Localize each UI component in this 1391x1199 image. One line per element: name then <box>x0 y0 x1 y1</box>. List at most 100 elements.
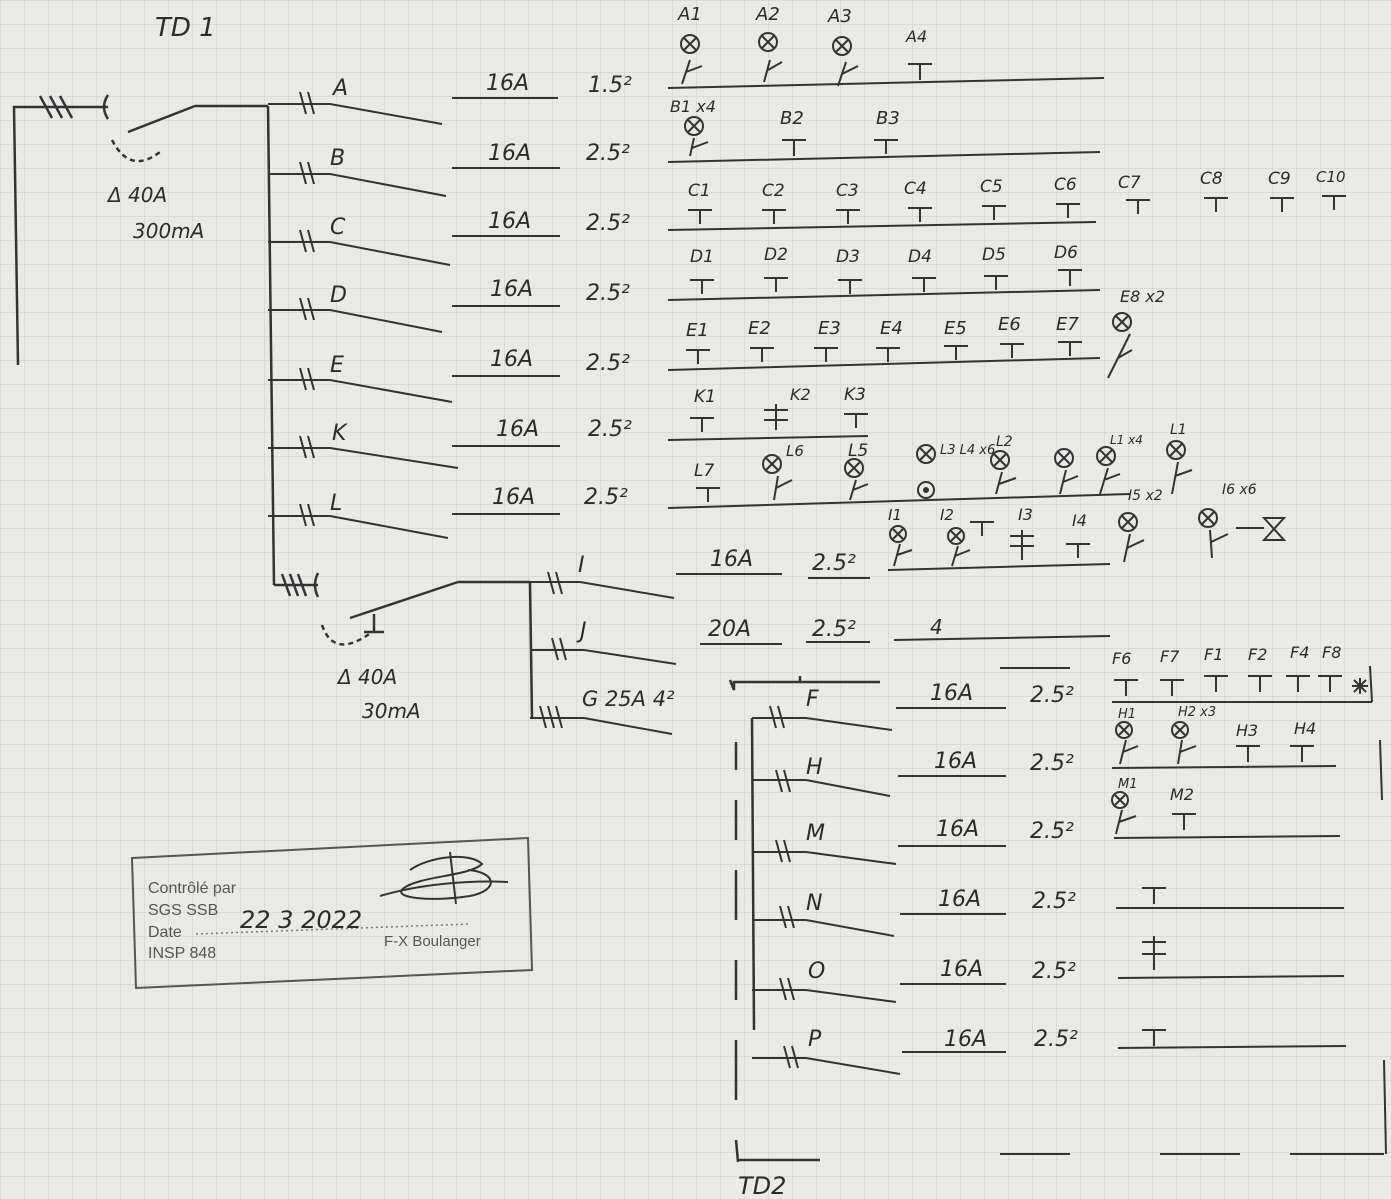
device-b1: B1 x4 <box>670 97 716 116</box>
breaker-l: 16A <box>492 485 535 510</box>
td1-breakers <box>268 91 459 539</box>
breaker-c: 16A <box>488 209 531 234</box>
circuit-id-h: H <box>806 755 823 780</box>
row-m-devices: M1 M2 <box>1111 777 1196 835</box>
circuit-id-i: I <box>578 553 585 578</box>
device-l1x4: L1 x4 <box>1110 433 1143 447</box>
breaker-k: 16A <box>496 417 539 442</box>
device-m1: M1 <box>1118 777 1138 792</box>
device-i2: I2 <box>940 506 954 524</box>
device-e6: E6 <box>998 314 1021 335</box>
breaker-f: 16A <box>930 681 973 706</box>
section-e: 2.5² <box>586 351 630 376</box>
circuit-id-m: M <box>806 821 825 846</box>
device-f4: F4 <box>1290 643 1309 662</box>
row-a-devices: A1 A2 A3 A4 <box>677 4 932 87</box>
breaker-j: 20A <box>708 617 751 642</box>
td1-rating-lines <box>452 97 560 515</box>
device-i5: I5 x2 <box>1128 488 1163 504</box>
breaker-e: 16A <box>490 347 533 372</box>
section-h: 2.5² <box>1030 751 1074 776</box>
device-f7: F7 <box>1160 647 1180 666</box>
device-d3: D3 <box>836 247 860 267</box>
breaker-n: 16A <box>938 887 981 912</box>
device-e8: E8 x2 <box>1120 287 1165 306</box>
td2-breakers <box>752 705 901 1075</box>
device-f8: F8 <box>1322 643 1341 662</box>
td2-bus <box>728 676 880 1163</box>
device-m2: M2 <box>1170 785 1194 804</box>
device-i6: I6 x6 <box>1222 482 1257 498</box>
device-c5: C5 <box>980 177 1003 197</box>
diff-second-sensitivity: 30mA <box>362 699 421 723</box>
device-l1: L1 <box>1170 422 1187 438</box>
device-f1: F1 <box>1204 645 1223 664</box>
breaker-d: 16A <box>490 277 533 302</box>
device-k1: K1 <box>694 387 716 407</box>
device-e3: E3 <box>818 318 841 339</box>
device-a2: A2 <box>755 4 780 25</box>
section-i: 2.5² <box>812 551 856 576</box>
breaker-h: 16A <box>934 749 977 774</box>
device-c6: C6 <box>1054 175 1077 195</box>
device-h4: H4 <box>1294 719 1316 738</box>
device-f6: F6 <box>1112 649 1131 668</box>
section-b: 2.5² <box>586 141 630 166</box>
circuit-id-f: F <box>806 687 819 712</box>
circuit-id-k: K <box>332 421 348 446</box>
device-l3-l4: L3 L4 x6 <box>940 443 995 458</box>
section-l: 2.5² <box>584 485 628 510</box>
device-a3: A3 <box>827 6 852 27</box>
device-d4: D4 <box>908 247 932 267</box>
device-e2: E2 <box>748 318 771 339</box>
circuit-id-o: O <box>808 959 825 984</box>
device-l6: L6 <box>786 442 804 460</box>
panel-title-td1: TD 1 <box>155 13 216 43</box>
device-h2: H2 x3 <box>1178 705 1216 720</box>
row-f-devices: F6 F7 F1 F2 F4 F8 <box>1112 643 1368 696</box>
section-a: 1.5² <box>588 73 632 98</box>
device-c7: C7 <box>1118 173 1141 193</box>
row-nop-devices <box>1142 887 1166 1046</box>
device-c4: C4 <box>904 179 927 199</box>
device-c2: C2 <box>762 181 785 201</box>
device-a1: A1 <box>677 4 702 25</box>
section-d: 2.5² <box>586 281 630 306</box>
device-k2: K2 <box>790 385 811 404</box>
device-j-load: 4 <box>930 615 943 639</box>
stamp-controlled-by: Contrôlé par <box>148 880 237 897</box>
row-b-devices: B1 x4 B2 B3 <box>670 97 900 157</box>
device-l2: L2 <box>996 434 1013 450</box>
stamp-date-label: Date <box>148 924 182 941</box>
device-h1: H1 <box>1118 707 1136 722</box>
td1-bus <box>266 105 276 586</box>
device-e7: E7 <box>1056 314 1079 335</box>
circuit-id-l: L <box>330 491 342 516</box>
breaker-o: 16A <box>940 957 983 982</box>
g-feed-label: G 25A 4² <box>582 687 675 711</box>
device-d5: D5 <box>982 245 1006 265</box>
circuit-id-b: B <box>330 146 345 171</box>
stamp-inspector: F-X Boulanger <box>384 933 481 950</box>
device-c10: C10 <box>1316 168 1346 186</box>
device-k3: K3 <box>844 385 866 405</box>
main-supply <box>12 94 268 366</box>
diff-second-rating: Δ 40A <box>336 665 397 689</box>
circuit-id-d: D <box>330 283 347 308</box>
sub-breakers <box>530 563 1111 735</box>
breaker-a: 16A <box>486 71 529 96</box>
breaker-m: 16A <box>936 817 979 842</box>
device-f2: F2 <box>1248 645 1267 664</box>
circuit-id-n: N <box>806 891 822 916</box>
device-b2: B2 <box>780 108 804 129</box>
device-b3: B3 <box>876 108 900 129</box>
td2-load-lines <box>1000 665 1387 1155</box>
circuit-id-e: E <box>330 353 344 378</box>
device-l5: L5 <box>848 441 868 461</box>
section-f: 2.5² <box>1030 683 1074 708</box>
device-d6: D6 <box>1054 243 1078 263</box>
device-l7: L7 <box>694 461 714 481</box>
diff-main-sensitivity: 300mA <box>133 219 204 243</box>
device-c8: C8 <box>1200 169 1223 189</box>
